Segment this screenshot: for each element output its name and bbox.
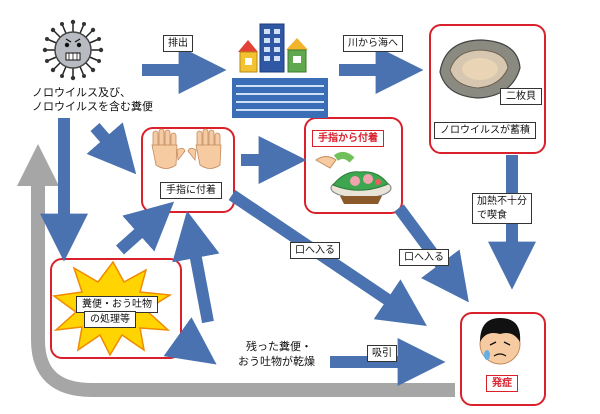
undercooked-label: 加熱不十分 で喫食 <box>472 193 532 224</box>
discharge-label: 排出 <box>163 35 193 52</box>
bivalve-tag: 二枚貝 <box>500 88 542 105</box>
inhale-label: 吸引 <box>367 345 397 362</box>
oyster-label: ノロウイルスが蓄積 <box>434 122 536 139</box>
arrow-source-hands <box>86 122 137 175</box>
food-label: 手指から付着 <box>312 130 384 147</box>
undercooked-label-line1: 加熱不十分 <box>477 196 527 207</box>
source-label-line1: ノロウイルス及び、 <box>32 86 131 99</box>
undercooked-label-line2: で喫食 <box>477 209 507 221</box>
arrow-dried-hands <box>172 210 220 324</box>
dried-label-line2: おう吐物が乾燥 <box>238 355 315 368</box>
to-mouth-label-1: 口へ入る <box>290 242 340 259</box>
arrow-disposal-hands <box>115 201 175 255</box>
dried-label-line1: 残った糞便・ <box>246 340 312 353</box>
arrow-food-patient <box>394 204 469 303</box>
patient-label: 発症 <box>486 375 518 392</box>
source-label-line2: ノロウイルスを含む糞便 <box>32 100 153 113</box>
hands-label: 手指に付着 <box>160 182 222 199</box>
to-mouth-label-2: 口へ入る <box>399 249 449 266</box>
disposal-label-line2: の処理等 <box>84 311 136 328</box>
return-arrow <box>17 144 455 397</box>
river-to-sea-label: 川から海へ <box>343 35 403 52</box>
arrow-disposal-dried <box>163 317 217 365</box>
